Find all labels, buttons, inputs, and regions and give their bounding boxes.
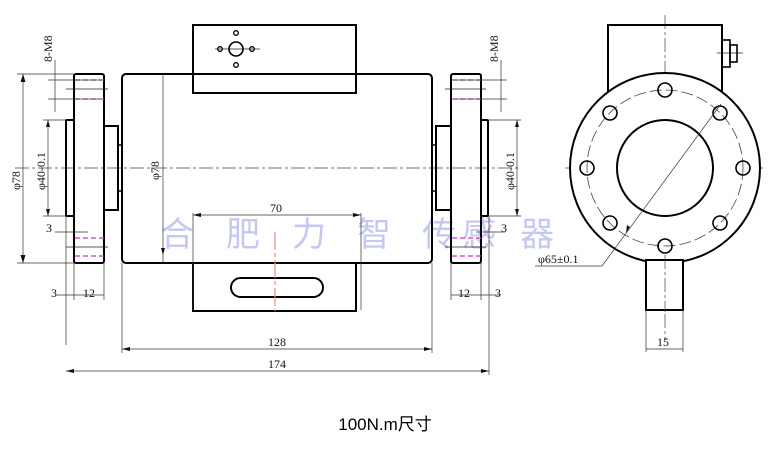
right-flange-width: 12 bbox=[458, 286, 470, 300]
flange-outer-circle bbox=[569, 72, 761, 264]
connector-socket-icon bbox=[215, 30, 260, 68]
right-bottom-offset: 3 bbox=[495, 286, 501, 300]
left-spigot bbox=[65, 119, 75, 217]
watermark-char: 感 bbox=[462, 215, 496, 255]
body-length-dim: 128 bbox=[268, 335, 286, 349]
overall-length-dim: 174 bbox=[268, 357, 286, 371]
watermark: 合 肥 力 智 传 感 器 bbox=[160, 215, 554, 255]
connector-box bbox=[192, 24, 357, 94]
bolt-holes bbox=[579, 82, 751, 254]
left-bottom-offset: 3 bbox=[51, 286, 57, 300]
center-bore bbox=[616, 119, 714, 217]
left-spigot-diameter: φ40-0.1 bbox=[34, 152, 48, 190]
left-spigot-depth: 3 bbox=[46, 221, 52, 235]
left-hub bbox=[103, 125, 119, 211]
left-flange bbox=[73, 73, 105, 264]
bolt-circle-diameter: φ65±0.1 bbox=[538, 252, 579, 266]
watermark-char: 肥 bbox=[226, 215, 260, 255]
left-thread-label: 8-M8 bbox=[41, 35, 55, 62]
watermark-char: 智 bbox=[357, 215, 391, 255]
side-view: φ65±0.1 15 bbox=[535, 15, 765, 352]
drawing-caption: 100N.m尺寸 bbox=[338, 415, 432, 434]
front-view: 8-M8 φ78 φ40-0.1 3 3 12 φ78 70 bbox=[9, 24, 521, 375]
watermark-char: 力 bbox=[292, 215, 326, 255]
right-spigot bbox=[480, 119, 489, 217]
slot-spacing-dim: 70 bbox=[270, 201, 282, 215]
watermark-char: 器 bbox=[520, 215, 554, 255]
side-connector-pin bbox=[721, 39, 731, 68]
right-spigot-depth: 3 bbox=[501, 221, 507, 235]
bolt-circle bbox=[586, 89, 744, 247]
left-flange-width: 12 bbox=[83, 286, 95, 300]
left-outer-diameter: φ78 bbox=[9, 171, 23, 190]
mounting-slot bbox=[230, 277, 324, 298]
body-diameter: φ78 bbox=[148, 161, 162, 180]
mount-width-dim: 15 bbox=[657, 335, 669, 349]
right-thread-label: 8-M8 bbox=[487, 35, 501, 62]
side-mount-block bbox=[645, 259, 684, 311]
right-spigot-diameter: φ40-0.1 bbox=[503, 152, 517, 190]
right-hub bbox=[435, 125, 452, 211]
watermark-char: 合 bbox=[160, 215, 194, 255]
